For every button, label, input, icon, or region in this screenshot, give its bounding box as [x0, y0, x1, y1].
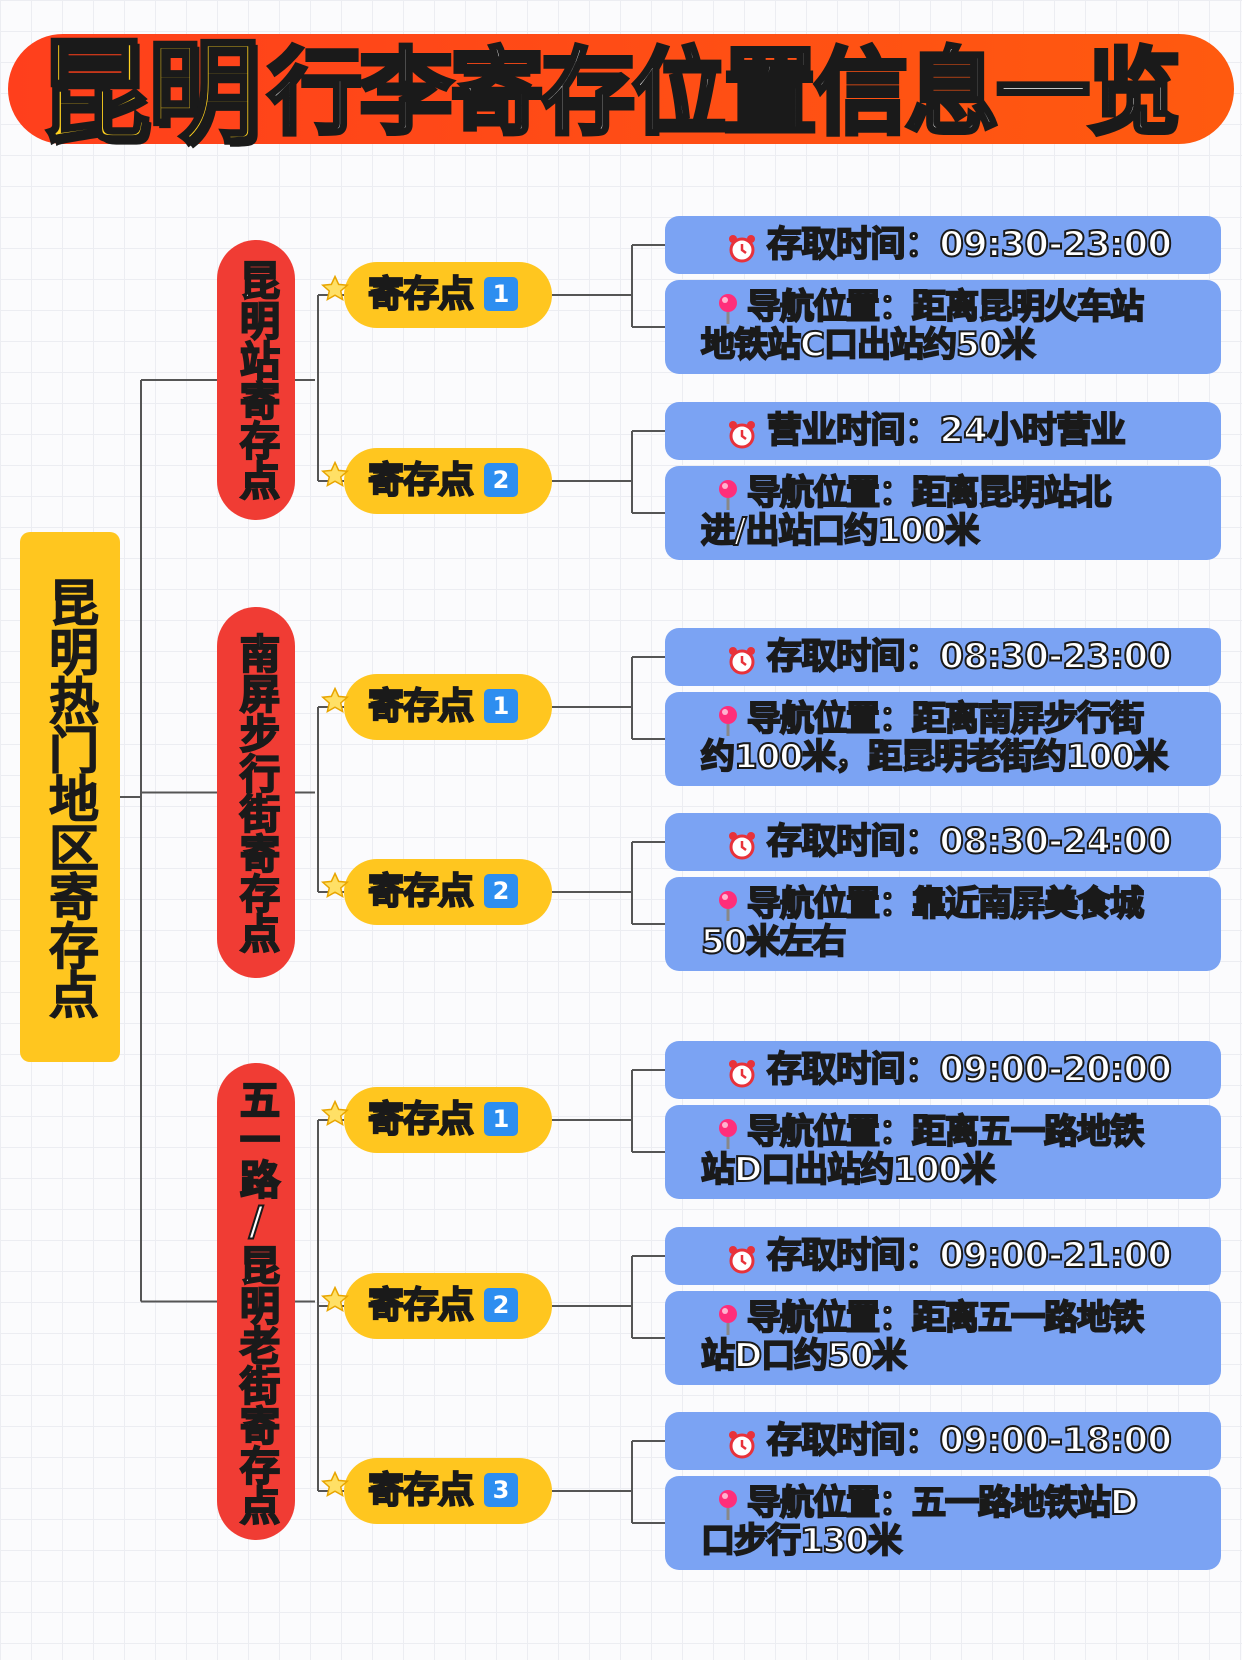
storage-point-number: 2 [484, 463, 518, 497]
hours-text: 营业时间：24小时营业 [766, 410, 1127, 452]
storage-point-pill: 寄存点 1 [320, 674, 552, 740]
storage-point-number: 1 [484, 1102, 518, 1136]
hours-text: 存取时间：09:00-21:00 [766, 1235, 1173, 1277]
navigation-text-line1: 导航位置：距离昆明火车站 [746, 287, 1145, 327]
storage-point-number: 1 [484, 277, 518, 311]
navigation-card: 导航位置：距离昆明站北进/出站口约100米 [665, 466, 1221, 560]
navigation-card: 导航位置：距离五一路地铁站D口约50米 [665, 1291, 1221, 1385]
storage-point-label: 寄存点 [367, 1098, 475, 1141]
navigation-text-line2: 约100米，距昆明老街约100米 [700, 737, 1169, 777]
hours-text: 存取时间：09:30-23:00 [766, 224, 1173, 266]
navigation-card: 导航位置：距离昆明火车站地铁站C口出站约50米 [665, 280, 1221, 374]
star-icon [320, 871, 350, 905]
root-node: 昆明热门地区寄存点 [20, 532, 120, 1062]
storage-point-pill: 寄存点 1 [320, 1087, 552, 1153]
storage-point-number: 2 [484, 1288, 518, 1322]
map-pin-icon [715, 1303, 741, 1345]
navigation-text-line1: 导航位置：距离昆明站北 [746, 473, 1112, 513]
storage-point-pill: 寄存点 2 [320, 859, 552, 925]
region-node: 五一路/昆明老街寄存点 [217, 1063, 295, 1540]
storage-point-label: 寄存点 [367, 273, 475, 316]
map-pin-icon [715, 292, 741, 334]
star-icon [320, 1470, 350, 1504]
star-icon [320, 686, 350, 720]
star-icon [320, 1285, 350, 1319]
storage-point-label: 寄存点 [367, 685, 475, 728]
hours-card: 存取时间：09:00-20:00 [665, 1041, 1221, 1099]
title-text: 行李寄存位置信息一览 [266, 39, 1183, 148]
hours-card: 存取时间：08:30-24:00 [665, 813, 1221, 871]
navigation-card: 导航位置：距离南屏步行街约100米，距昆明老街约100米 [665, 692, 1221, 786]
navigation-text-line2: 站D口出站约100米 [700, 1150, 996, 1190]
hours-text: 存取时间：09:00-20:00 [766, 1049, 1173, 1091]
map-pin-icon [715, 889, 741, 931]
star-icon [320, 274, 350, 308]
storage-point-label: 寄存点 [367, 870, 475, 913]
map-pin-icon [715, 704, 741, 746]
navigation-text-line1: 导航位置：距离五一路地铁 [746, 1298, 1145, 1338]
region-label: 南屏步行街寄存点 [232, 632, 280, 954]
title-banner [8, 34, 1234, 144]
hours-card: 营业时间：24小时营业 [665, 402, 1221, 460]
navigation-text-line2: 地铁站C口出站约50米 [700, 325, 1036, 365]
storage-point-number: 2 [484, 874, 518, 908]
storage-point-pill: 寄存点 2 [320, 1273, 552, 1339]
region-node: 昆明站寄存点 [217, 240, 295, 520]
alarm-clock-icon [727, 1056, 757, 1098]
hours-card: 存取时间：09:30-23:00 [665, 216, 1221, 274]
hours-card: 存取时间：08:30-23:00 [665, 628, 1221, 686]
hours-text: 存取时间：09:00-18:00 [766, 1420, 1173, 1462]
root-label: 昆明热门地区寄存点 [41, 576, 100, 1018]
region-label: 昆明站寄存点 [232, 259, 280, 501]
region-node: 南屏步行街寄存点 [217, 607, 295, 978]
alarm-clock-icon [727, 828, 757, 870]
hours-card: 存取时间：09:00-21:00 [665, 1227, 1221, 1285]
hours-card: 存取时间：09:00-18:00 [665, 1412, 1221, 1470]
navigation-text-line2: 口步行130米 [700, 1521, 903, 1561]
storage-point-pill: 寄存点 2 [320, 448, 552, 514]
alarm-clock-icon [727, 417, 757, 459]
storage-point-label: 寄存点 [367, 459, 475, 502]
map-pin-icon [715, 1117, 741, 1159]
navigation-card: 导航位置：距离五一路地铁站D口出站约100米 [665, 1105, 1221, 1199]
storage-point-pill: 寄存点 1 [320, 262, 552, 328]
region-label: 五一路/昆明老街寄存点 [232, 1078, 280, 1526]
star-icon [320, 1099, 350, 1133]
alarm-clock-icon [727, 1242, 757, 1284]
alarm-clock-icon [727, 1427, 757, 1469]
alarm-clock-icon [727, 231, 757, 273]
storage-point-label: 寄存点 [367, 1469, 475, 1512]
storage-point-number: 3 [484, 1473, 518, 1507]
navigation-text-line1: 导航位置：靠近南屏美食城 [746, 884, 1145, 924]
navigation-text-line1: 导航位置：距离南屏步行街 [746, 699, 1145, 739]
hours-text: 存取时间：08:30-24:00 [766, 821, 1173, 863]
storage-point-number: 1 [484, 689, 518, 723]
map-pin-icon [715, 1488, 741, 1530]
alarm-clock-icon [727, 643, 757, 685]
navigation-text-line2: 进/出站口约100米 [700, 511, 980, 551]
navigation-text-line1: 导航位置：五一路地铁站D [746, 1483, 1139, 1523]
title-city: 昆明 [36, 29, 262, 159]
navigation-text-line2: 站D口约50米 [700, 1336, 908, 1376]
hours-text: 存取时间：08:30-23:00 [766, 636, 1173, 678]
navigation-text-line2: 50米左右 [700, 922, 847, 962]
map-pin-icon [715, 478, 741, 520]
navigation-text-line1: 导航位置：距离五一路地铁 [746, 1112, 1145, 1152]
star-icon [320, 460, 350, 494]
storage-point-pill: 寄存点 3 [320, 1458, 552, 1524]
storage-point-label: 寄存点 [367, 1284, 475, 1327]
